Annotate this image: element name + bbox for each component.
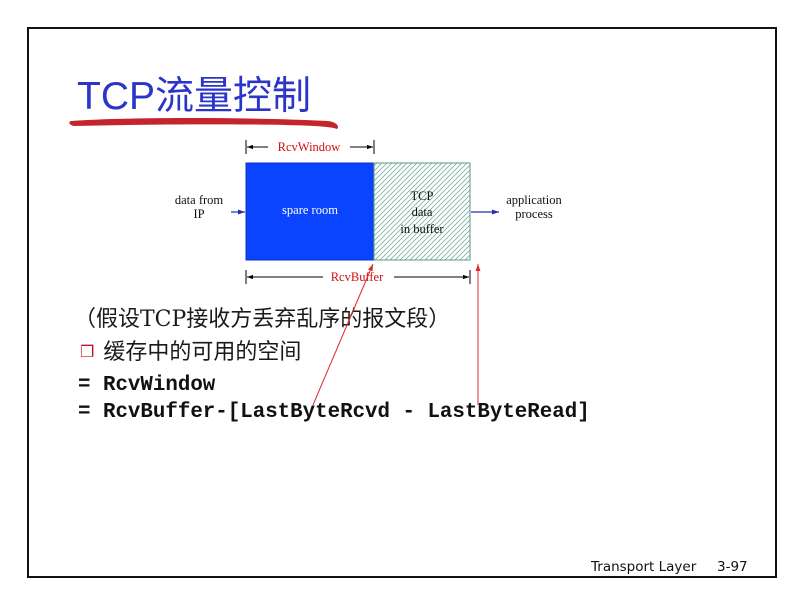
assumption-note: （假设TCP接收方丢弃乱序的报文段） — [74, 307, 451, 332]
bullet-text: 缓存中的可用的空间 — [103, 340, 302, 365]
title-underline-brush — [69, 118, 338, 129]
rcvbuffer-dimension: RcvBuffer — [245, 270, 471, 284]
formula-line-rcvbuffer: = RcvBuffer-[LastByteRcvd - LastByteRead… — [78, 401, 590, 424]
footer-page-number: 3-97 — [717, 559, 748, 575]
formula-line-rcvwindow: = RcvWindow — [78, 374, 216, 397]
sink-label-line: process — [515, 207, 553, 221]
spare-room-block — [245, 162, 375, 261]
spare-room-label: spare room — [282, 203, 338, 217]
buffered-data-block — [373, 162, 471, 261]
rcvwindow-label: RcvWindow — [278, 140, 341, 154]
footer-section-label: Transport Layer — [591, 559, 697, 575]
sink-label-line: application — [506, 193, 562, 207]
buffer-label-line: TCP — [411, 189, 434, 203]
slide-title: TCP流量控制 — [77, 75, 312, 118]
slide-frame — [27, 27, 777, 578]
source-label-line: data from — [175, 193, 224, 207]
rcvwindow-dimension: RcvWindow — [245, 140, 375, 154]
square-bullet-icon: ❒ — [80, 342, 95, 361]
source-label-line: IP — [193, 207, 204, 221]
buffer-label-line: data — [412, 205, 433, 219]
rcvbuffer-label: RcvBuffer — [331, 270, 384, 284]
bullet-item: ❒ 缓存中的可用的空间 — [80, 339, 301, 366]
buffer-label-line: in buffer — [400, 222, 444, 236]
pointer-line-lastbytercvd — [312, 263, 374, 406]
